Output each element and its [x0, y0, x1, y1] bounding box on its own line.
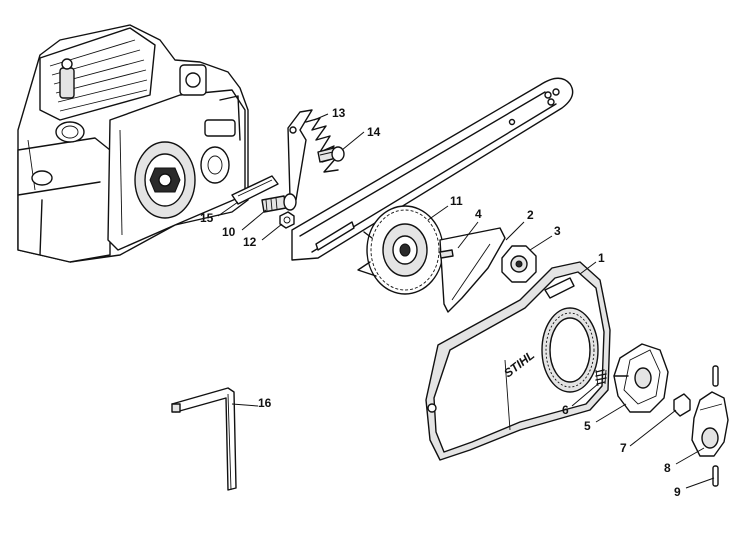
plate-part-4 — [439, 227, 506, 313]
callout-3: 3 — [554, 224, 561, 238]
slide-part-7 — [673, 393, 691, 417]
callout-13: 13 — [332, 106, 346, 120]
callout-7: 7 — [620, 441, 627, 455]
callout-labels: 13 14 15 10 12 11 4 2 3 1 6 5 7 8 9 16 — [200, 106, 681, 499]
callout-9: 9 — [674, 485, 681, 499]
small-screw-part-4 — [439, 249, 454, 259]
callout-15: 15 — [200, 211, 214, 225]
collar-nut-part-3 — [501, 245, 537, 283]
leader-lines — [217, 113, 715, 489]
callout-10: 10 — [222, 225, 236, 239]
guide-bar — [291, 77, 574, 261]
callout-16: 16 — [258, 396, 272, 410]
gear-lever-part-8 — [691, 391, 729, 457]
spring-part-6 — [595, 369, 607, 387]
hex-key-part-16 — [171, 387, 237, 491]
callout-4: 4 — [475, 207, 482, 221]
screw-part-14 — [317, 146, 345, 163]
pin-part-9-bottom — [712, 465, 719, 487]
callout-5: 5 — [584, 419, 591, 433]
callout-8: 8 — [664, 461, 671, 475]
sprocket-cover-part-1 — [425, 261, 611, 461]
adjusting-screw-part-10 — [261, 193, 297, 213]
engine-housing — [17, 24, 249, 263]
nut-part-12 — [279, 211, 295, 229]
callout-2: 2 — [527, 208, 534, 222]
tensioner-part-5 — [613, 343, 669, 413]
callout-12: 12 — [243, 235, 257, 249]
bar-plate-part-15 — [231, 175, 279, 205]
callout-11: 11 — [450, 194, 463, 208]
pin-part-9-top — [712, 365, 719, 387]
callout-6: 6 — [562, 403, 569, 417]
callout-1: 1 — [598, 251, 605, 265]
callout-14: 14 — [367, 125, 381, 139]
sprocket-part-11 — [357, 205, 444, 295]
